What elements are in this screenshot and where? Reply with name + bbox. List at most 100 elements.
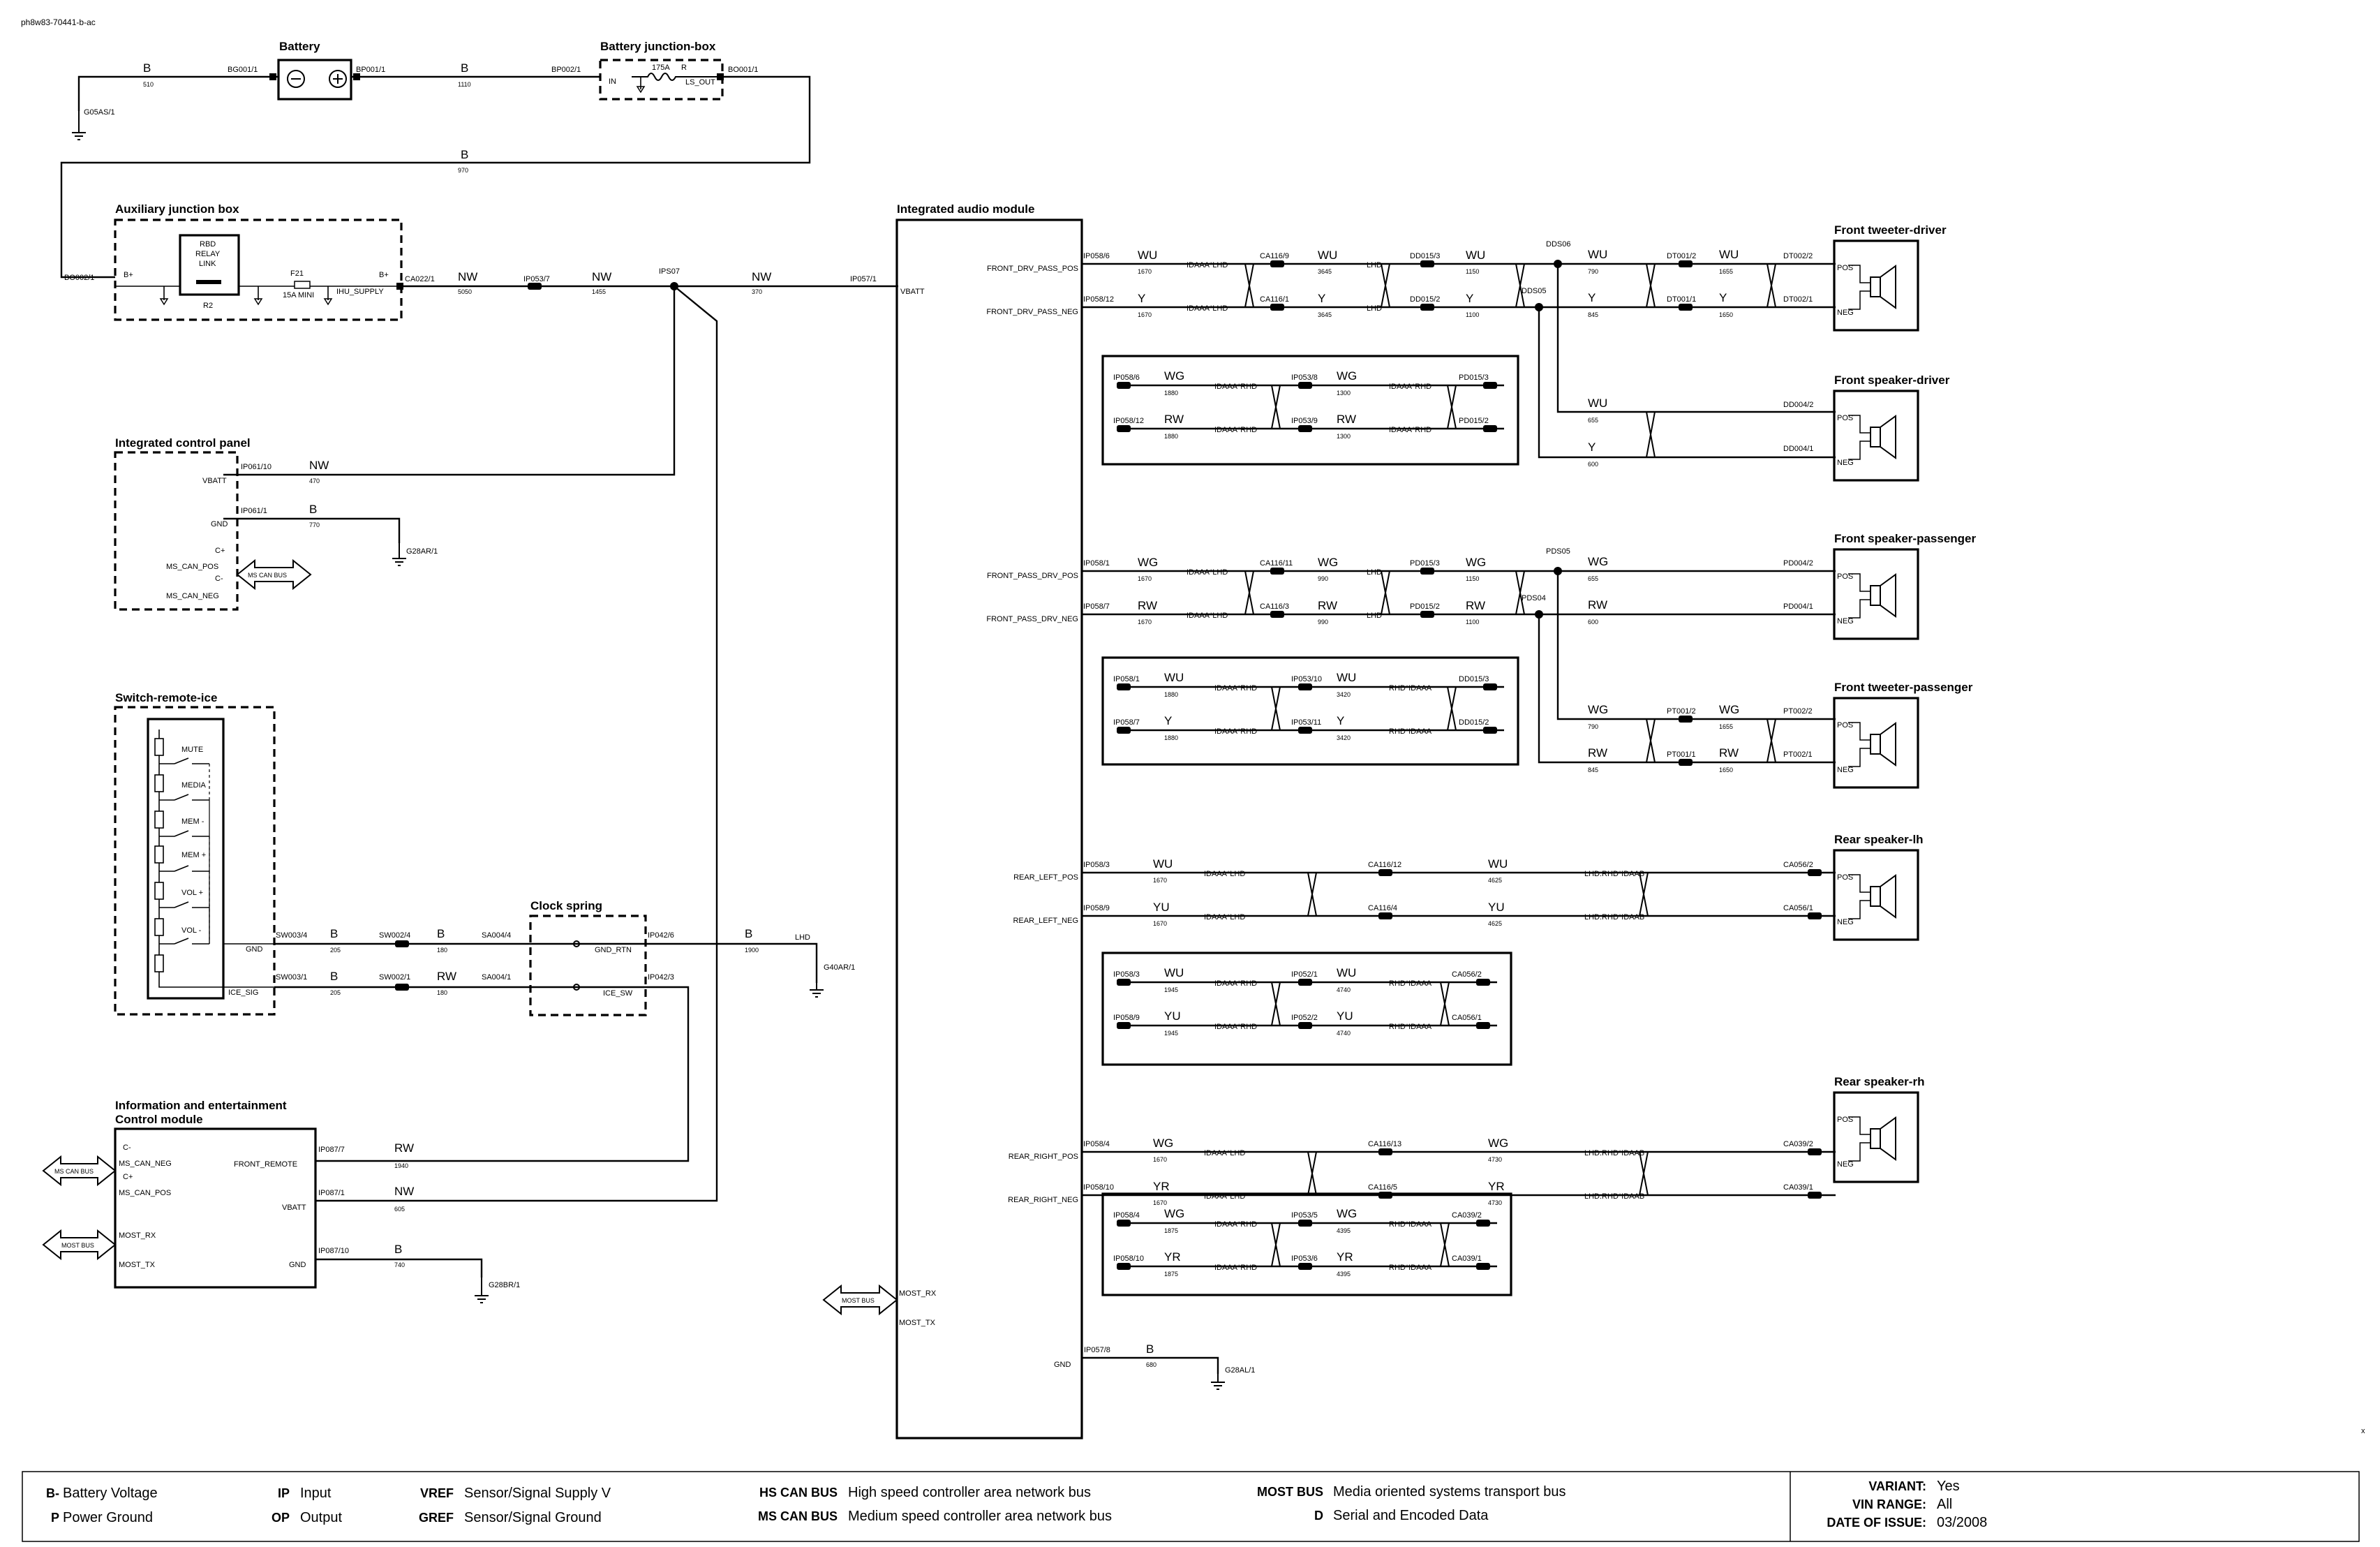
splice-label: PDS05 bbox=[1546, 547, 1570, 556]
connector-label: IP087/7 bbox=[318, 1146, 345, 1154]
wire-length: 205 bbox=[330, 989, 341, 996]
inline-connector bbox=[1483, 425, 1497, 432]
inline-connector bbox=[1117, 382, 1131, 389]
wire-color: NW bbox=[394, 1185, 414, 1198]
pin-label: NEG bbox=[1837, 1160, 1854, 1169]
connector-label: IP058/1 bbox=[1083, 559, 1110, 568]
legend-key: VREF bbox=[420, 1486, 454, 1500]
connector-label: DD004/1 bbox=[1783, 445, 1813, 453]
connector-label: CA022/1 bbox=[405, 275, 435, 283]
connector-label: CA056/2 bbox=[1783, 861, 1813, 869]
pin-label: MOST_TX bbox=[899, 1319, 936, 1327]
connector-label: BP001/1 bbox=[356, 66, 385, 74]
connector-label: DD015/3 bbox=[1410, 252, 1440, 260]
connector-label: DD004/2 bbox=[1783, 401, 1813, 409]
wire-length: 1670 bbox=[1153, 877, 1167, 884]
wire-color: WG bbox=[1588, 703, 1608, 716]
switch-label: MEDIA bbox=[181, 781, 207, 790]
legend-value: Input bbox=[300, 1486, 332, 1501]
connector-label: SW003/1 bbox=[276, 973, 307, 982]
option-label: RHD*IDAAA bbox=[1389, 727, 1432, 736]
option-label: LHD bbox=[1367, 304, 1382, 313]
twisted-pair-symbol bbox=[1515, 570, 1525, 615]
wire-color: WG bbox=[1164, 369, 1184, 383]
speaker-icon bbox=[1870, 276, 1881, 297]
aux-junction-box bbox=[114, 219, 403, 321]
ground-symbol bbox=[810, 983, 824, 998]
inline-connector bbox=[1808, 869, 1822, 876]
issue-value: 03/2008 bbox=[1937, 1515, 1987, 1530]
wire-length: 4730 bbox=[1488, 1199, 1502, 1206]
connector-label: CA039/2 bbox=[1452, 1211, 1482, 1220]
twisted-pair-symbol bbox=[1244, 263, 1254, 308]
twisted-pair-symbol bbox=[1271, 686, 1281, 731]
wire-length: 4740 bbox=[1337, 1030, 1351, 1037]
twisted-pair-symbol bbox=[1639, 1151, 1649, 1196]
wire-length: 4395 bbox=[1337, 1227, 1351, 1234]
option-label: IDAAA*LHD bbox=[1187, 612, 1228, 620]
connector-label: CA116/4 bbox=[1368, 904, 1397, 912]
speaker-icon bbox=[1870, 585, 1881, 606]
inline-connector bbox=[1808, 1148, 1822, 1155]
option-label: IDAAA*RHD bbox=[1214, 1023, 1257, 1031]
inline-connector bbox=[1270, 260, 1284, 267]
fuse-rating: 175A bbox=[652, 64, 670, 72]
page-mark: x bbox=[2361, 1427, 2365, 1435]
connector-label: IP053/7 bbox=[523, 275, 550, 283]
inline-connector bbox=[1679, 716, 1693, 723]
pin-label: POS bbox=[1837, 414, 1853, 422]
wire-length: 1670 bbox=[1153, 920, 1167, 927]
wire-color: YR bbox=[1153, 1180, 1170, 1193]
iecm-ms-can-arrow bbox=[42, 1155, 117, 1187]
wire-color: WG bbox=[1337, 1207, 1357, 1220]
pin-label: ICE_SIG bbox=[228, 989, 258, 997]
inline-connector bbox=[1270, 304, 1284, 311]
inline-connector bbox=[1298, 1263, 1312, 1270]
wire-length: 1670 bbox=[1153, 1156, 1167, 1163]
wire-b-770 bbox=[223, 517, 401, 543]
option-label: IDAAA*RHD bbox=[1214, 727, 1257, 736]
inline-connector bbox=[1808, 1192, 1822, 1199]
twisted-pair-symbol bbox=[1767, 263, 1776, 308]
option-label: IDAAA*RHD bbox=[1214, 383, 1257, 391]
wire-length: 1945 bbox=[1164, 1030, 1178, 1037]
wire-length: 1940 bbox=[394, 1162, 408, 1169]
iam-title: Integrated audio module bbox=[897, 202, 1034, 216]
wire-color: WG bbox=[1337, 369, 1357, 383]
resistor-symbol bbox=[154, 845, 164, 864]
wire-color: WG bbox=[1318, 556, 1338, 569]
connector-label: PD015/2 bbox=[1410, 602, 1440, 611]
wire-length: 4625 bbox=[1488, 877, 1502, 884]
wire-length: 370 bbox=[752, 288, 762, 295]
pin-label: IN bbox=[609, 77, 616, 86]
rhd-alternative-box bbox=[1101, 355, 1519, 466]
relay-label: LINK bbox=[199, 260, 216, 268]
connector-label: IP057/8 bbox=[1084, 1346, 1110, 1354]
inline-connector bbox=[1679, 759, 1693, 766]
connector-label: DT001/1 bbox=[1667, 295, 1696, 304]
wire-length: 5050 bbox=[458, 288, 472, 295]
connector-label: IP053/11 bbox=[1291, 718, 1321, 727]
wire-length: 1150 bbox=[1466, 575, 1479, 582]
switch-contact bbox=[174, 938, 189, 945]
wire-color: WU bbox=[1337, 966, 1356, 979]
pin-label: C+ bbox=[123, 1173, 133, 1181]
inline-connector bbox=[1117, 683, 1131, 690]
wire-color: NW bbox=[458, 270, 477, 283]
legend-value: Battery Voltage bbox=[63, 1486, 158, 1501]
signal-label: REAR_LEFT_NEG bbox=[1013, 917, 1078, 925]
wire-color: B bbox=[309, 503, 317, 516]
splice-label: DDS05 bbox=[1522, 287, 1546, 295]
ground-symbol bbox=[475, 1278, 489, 1303]
legend-key: GREF bbox=[419, 1511, 454, 1525]
branch-wire bbox=[1538, 307, 1836, 459]
option-label: IDAAA*LHD bbox=[1187, 261, 1228, 269]
wire-length: 790 bbox=[1588, 723, 1598, 730]
pin-label: NEG bbox=[1837, 459, 1854, 467]
wire-length: 990 bbox=[1318, 575, 1328, 582]
twisted-pair-symbol bbox=[1244, 570, 1254, 615]
splice-label: IPS07 bbox=[659, 267, 680, 276]
switch-array bbox=[147, 718, 225, 1000]
